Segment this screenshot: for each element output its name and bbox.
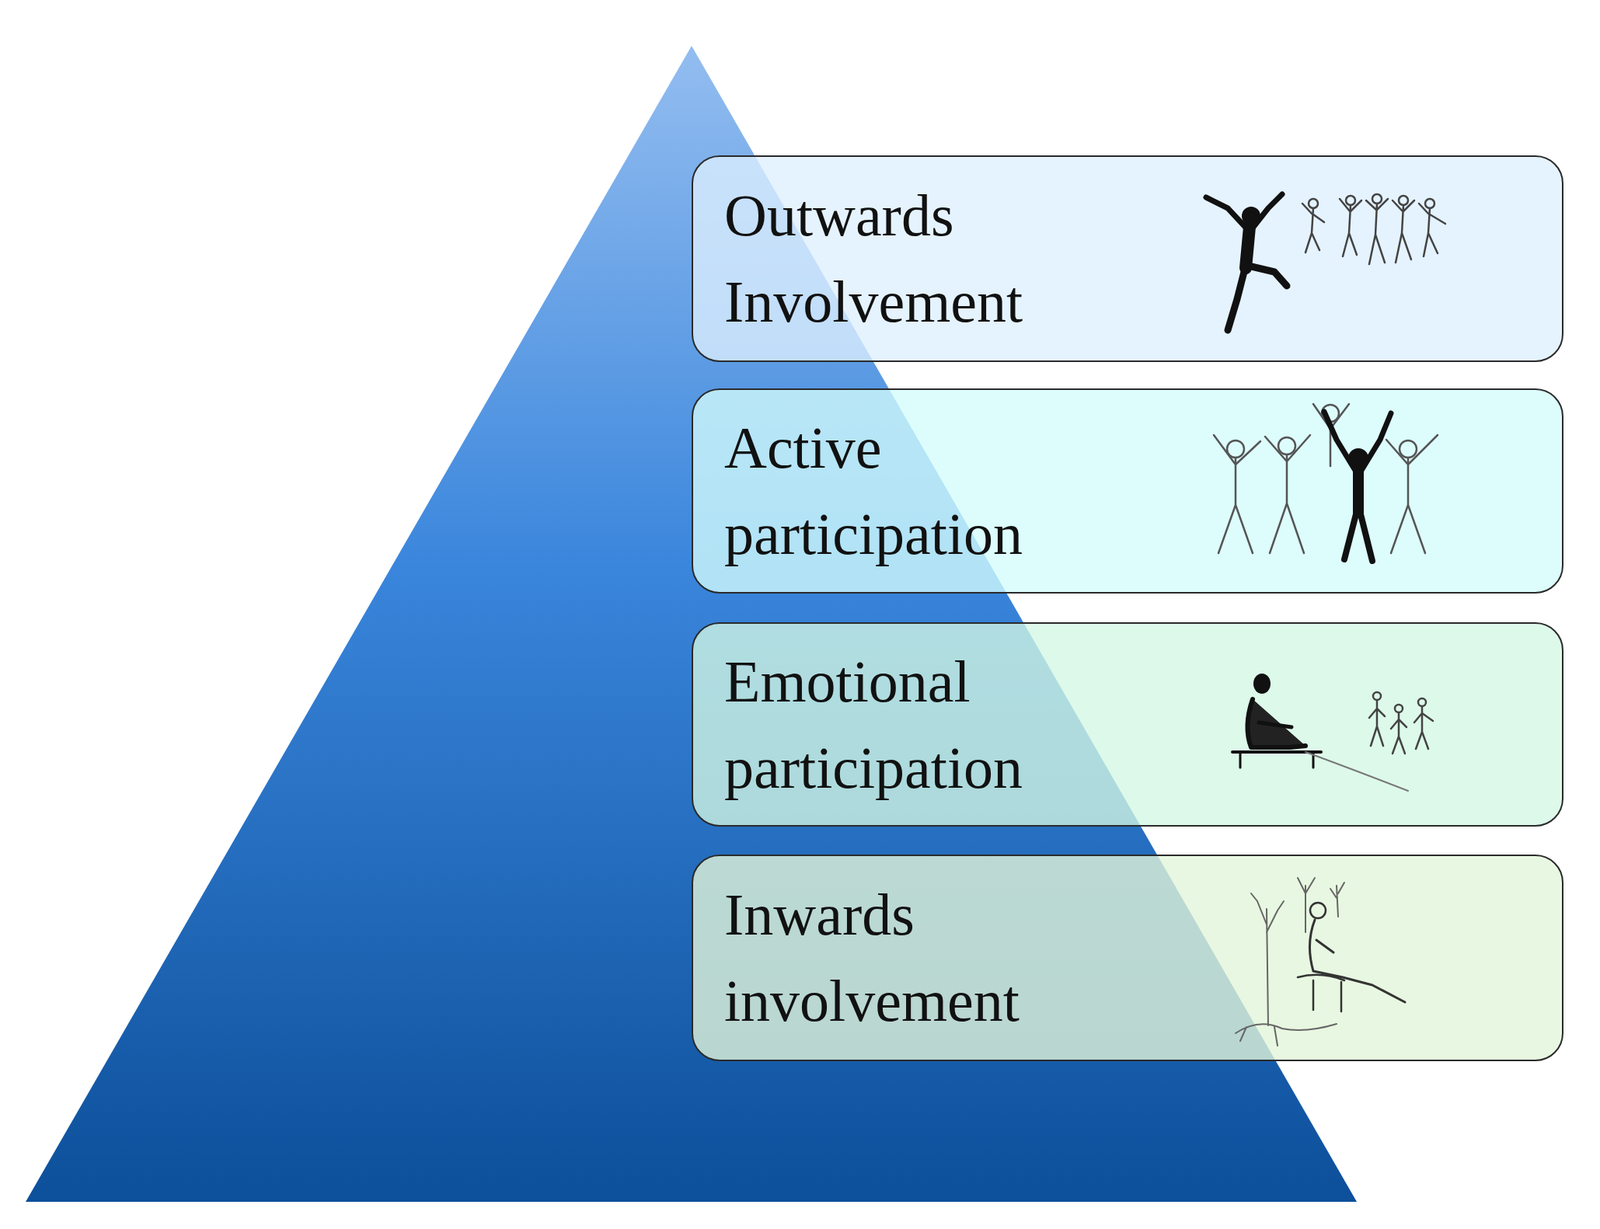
pyramid-level-box: Emotional participation [691, 622, 1564, 827]
level-label: Active participation [724, 404, 1023, 578]
level-label: Emotional participation [724, 638, 1023, 812]
pyramid-level-box: Outwards Involvement [691, 155, 1564, 363]
level-label: Inwards involvement [724, 871, 1020, 1045]
level-label: Outwards Involvement [724, 172, 1023, 346]
pyramid-level-box: Inwards involvement [691, 854, 1564, 1062]
pyramid-level-box: Active participation [691, 388, 1564, 594]
